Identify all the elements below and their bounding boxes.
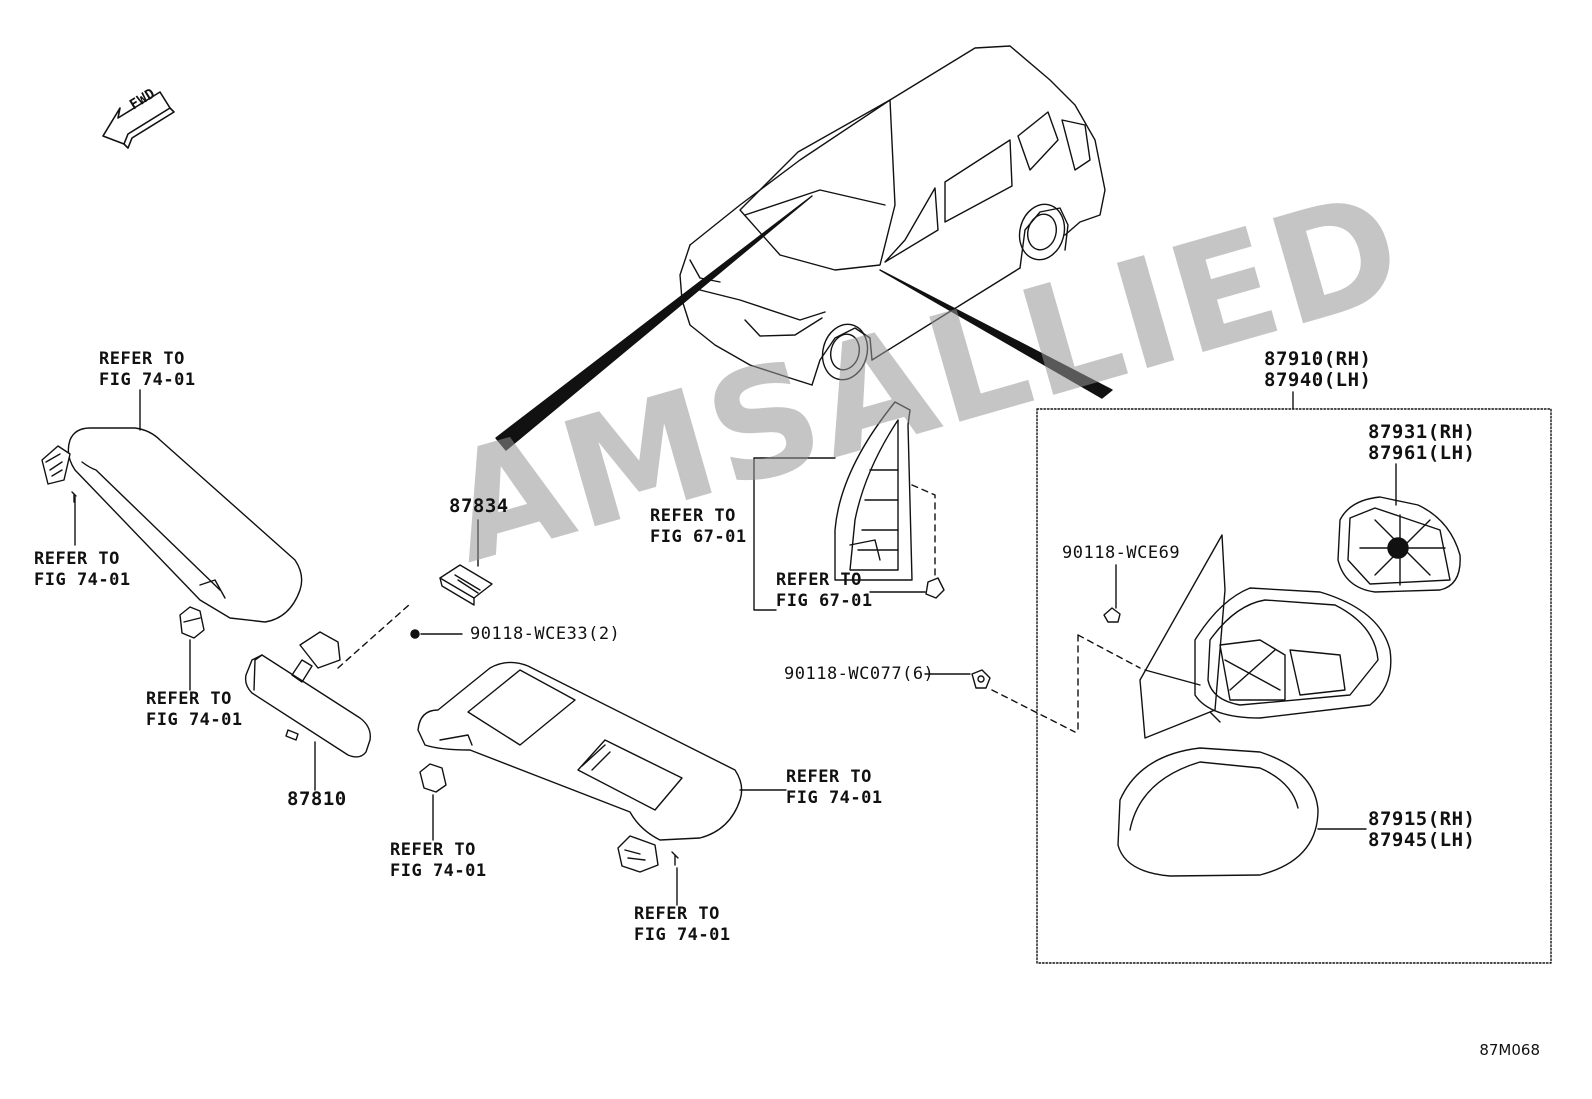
bracket-leader	[753, 457, 836, 611]
part-number-87834: 87834	[449, 495, 509, 517]
visor-holder-left	[179, 606, 205, 639]
dashed-leader	[911, 484, 936, 581]
refer-visor-left-mid: REFER TO FIG 74-01	[34, 549, 131, 590]
refer-visor-left-top: REFER TO FIG 74-01	[99, 349, 196, 390]
part-number-87910-87940: 87910(RH) 87940(LH)	[1264, 348, 1372, 391]
dashed-leader	[991, 689, 1076, 733]
inner-mirror	[244, 631, 371, 758]
refer-visor-right-bottom: REFER TO FIG 74-01	[634, 904, 731, 945]
fwd-arrow-icon	[102, 91, 175, 149]
refer-holder-right: REFER TO FIG 74-01	[390, 840, 487, 881]
dashed-leader	[1077, 634, 1141, 734]
screw-wce69	[1103, 607, 1121, 623]
mirror-glass	[1337, 496, 1461, 593]
callout-wedge-left	[495, 195, 813, 451]
mirror-cover-87834	[439, 564, 493, 606]
figure-code: 87M068	[1479, 1041, 1540, 1059]
part-number-90118-wce33: 90118-WCE33(2)	[470, 624, 621, 644]
mirror-cover	[1117, 747, 1319, 877]
sun-visor-right	[417, 661, 743, 873]
part-number-90118-wc077: 90118-WC077(6)	[784, 664, 935, 684]
part-number-87915-87945: 87915(RH) 87945(LH)	[1368, 808, 1476, 851]
refer-fig-67-a: REFER TO FIG 67-01	[650, 506, 747, 547]
refer-holder-left: REFER TO FIG 74-01	[146, 689, 243, 730]
outer-mirror-body	[1139, 534, 1392, 739]
clip-fastener	[925, 577, 945, 599]
part-number-87931-87961: 87931(RH) 87961(LH)	[1368, 421, 1476, 464]
visor-holder-right	[419, 763, 447, 793]
screw-wce33	[410, 629, 463, 639]
dashed-leader	[337, 603, 411, 669]
callout-wedge-right	[879, 269, 1113, 399]
vehicle-outline	[679, 45, 1106, 386]
part-number-90118-wce69: 90118-WCE69	[1062, 543, 1181, 563]
refer-fig-67-b: REFER TO FIG 67-01	[776, 570, 873, 611]
mirror-assy-box	[1036, 408, 1552, 964]
refer-visor-right: REFER TO FIG 74-01	[786, 767, 883, 808]
door-corner-garnish	[834, 401, 913, 581]
sun-visor-left	[41, 427, 303, 623]
nut-wc077	[971, 669, 991, 689]
part-number-87810: 87810	[287, 788, 347, 810]
